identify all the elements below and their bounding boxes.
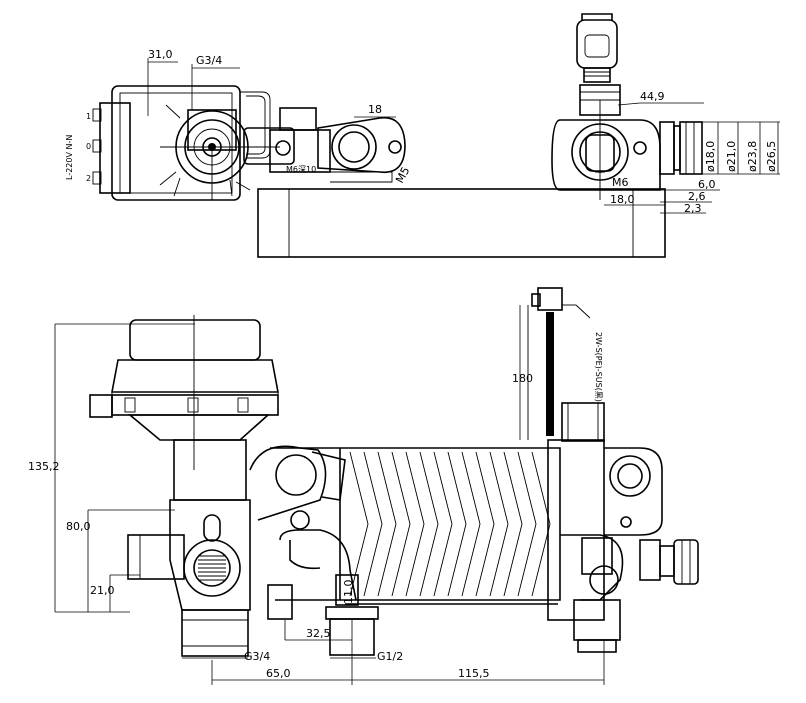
top-base-block	[257, 188, 666, 258]
exchanger-plate	[503, 451, 523, 597]
front-dimensions	[54, 305, 605, 685]
pin-0: 0	[86, 142, 91, 151]
exchanger-plate	[433, 451, 453, 597]
top-view: 31,0 G3/4 18 M5 M6深10 44,9 M6 18,0 6,0 2…	[65, 13, 780, 258]
voltage-label: L-220V N-N	[65, 135, 74, 180]
sensor-cable	[527, 287, 591, 440]
dim-115-5: 115,5	[458, 667, 490, 680]
pump-body	[127, 439, 251, 657]
dim-dia-26-5: ø26,5	[765, 141, 778, 172]
dim-m6: M6	[612, 176, 629, 189]
dim-2-6: 2,6	[688, 190, 706, 203]
pump-grille	[198, 555, 226, 581]
dim-21-0: 21,0	[90, 584, 115, 597]
exchanger-plate	[405, 451, 425, 597]
exchanger-plate	[475, 451, 495, 597]
dim-80-0: 80,0	[66, 520, 91, 533]
top-right-valve	[551, 13, 703, 200]
exchanger-plate	[489, 451, 509, 597]
exchanger-plate	[531, 451, 551, 597]
pump-motor	[89, 315, 279, 470]
exchanger-plate	[349, 451, 369, 597]
pin-1: 1	[86, 112, 91, 121]
dim-g34-top: G3/4	[196, 54, 222, 67]
exchanger-plate	[447, 451, 467, 597]
dim-dia-23-8: ø23,8	[746, 141, 759, 172]
label-m6x10: M6深10	[286, 165, 316, 174]
dim-g12: G1/2	[377, 650, 403, 663]
dim-dia-21: ø21,0	[725, 141, 738, 172]
heat-exchanger	[270, 447, 561, 605]
dim-18-top: 18	[368, 103, 382, 116]
pin-2: 2	[86, 174, 91, 183]
dim-65-0: 65,0	[266, 667, 291, 680]
front-view: 135,2 80,0 21,0 180 11,0 32,5 G3/4 G1/2 …	[28, 287, 699, 685]
top-dimensions	[147, 58, 780, 214]
connecting-pipe	[249, 445, 379, 656]
dim-44-9: 44,9	[640, 90, 665, 103]
dim-18-0: 18,0	[610, 193, 635, 206]
dim-32-5: 32,5	[306, 627, 331, 640]
right-manifold	[547, 402, 699, 653]
dim-g34-front: G3/4	[244, 650, 270, 663]
exchanger-plates	[349, 451, 551, 597]
dim-135-2: 135,2	[28, 460, 60, 473]
top-valve-body	[159, 104, 280, 200]
exchanger-plate	[517, 451, 537, 597]
dim-180: 180	[512, 372, 533, 385]
cable-label: 2W-S(PE)-SUS(黑)	[594, 332, 603, 402]
exchanger-plate	[461, 451, 481, 597]
dim-31: 31,0	[148, 48, 173, 61]
exchanger-plate	[377, 451, 397, 597]
terminal-connector	[92, 85, 271, 201]
exchanger-plate	[419, 451, 439, 597]
dim-m5: M5	[393, 165, 412, 186]
dim-dia-18: ø18,0	[704, 141, 717, 172]
dim-2-3: 2,3	[684, 202, 702, 215]
top-flange	[243, 107, 406, 183]
dim-11-0: 11,0	[342, 580, 355, 605]
exchanger-plate	[391, 451, 411, 597]
dim-6-0: 6,0	[698, 178, 716, 191]
exchanger-plate	[363, 451, 383, 597]
